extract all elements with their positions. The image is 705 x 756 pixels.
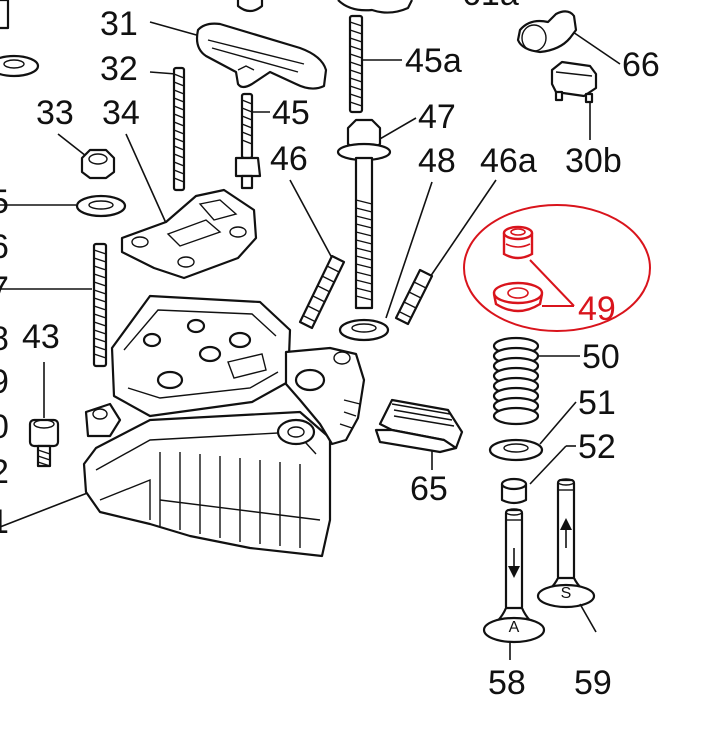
partial-washer-icon [0,0,40,78]
spacer-block-65-icon [374,398,464,454]
leader-47 [377,117,417,141]
label-33: 33 [36,94,74,132]
bracket-icon [120,188,258,280]
intake-mark: A [509,619,520,636]
label-30b: 30b [565,142,622,180]
label-47: 47 [418,98,456,136]
edge-label-6: 6 [0,228,9,266]
label-51: 51 [578,384,616,422]
cap-screw-43-icon [28,418,60,468]
leader-48 [385,181,433,319]
label-43: 43 [22,318,60,356]
leader-34 [125,133,171,233]
label-48: 48 [418,142,456,180]
leader-46 [289,179,333,259]
edge-label-1: 1 [0,503,9,541]
rocker-arm-icon [195,22,328,90]
label-52: 52 [578,428,616,466]
label-32: 32 [100,50,138,88]
washer-48-icon [338,318,390,342]
label-45a: 45a [405,42,462,80]
label-45: 45 [272,94,310,132]
leader-49a [529,259,575,307]
leader-59 [579,603,597,633]
leader-33 [57,133,87,157]
stud-icon [172,66,186,192]
partial-bracket-top-icon [337,0,413,14]
short-stud-icon [234,92,262,190]
intake-valve-58-icon [482,508,546,644]
partial-part-top-icon [236,0,264,13]
valve-seal-52-icon [500,477,528,505]
spring-pin-46a-icon [394,268,434,326]
label-65: 65 [410,470,448,508]
label-58: 58 [488,664,526,702]
spring-retainer-49-icon [492,281,544,313]
nut-icon [80,148,116,180]
edge-label-0: 0 [0,408,9,446]
washer-51-icon [488,438,544,462]
leader-52b [529,445,567,485]
label-46: 46 [270,140,308,178]
long-stud-45a-icon [348,14,364,114]
bolt-icon [336,118,392,310]
valve-seal-49-icon [502,225,534,260]
label-46a: 46a [480,142,537,180]
highlight-circle [463,204,651,332]
label-top-cut: 61a [462,0,519,13]
exhaust-valve-59-icon [536,478,596,609]
edge-label-2: 2 [0,453,9,491]
leader-line-1 [0,491,91,528]
leader-46a [427,179,497,281]
edge-label-9: 9 [0,363,9,401]
connector-30b-icon [550,60,598,104]
leader-66 [569,29,621,65]
leader-31 [149,21,201,37]
edge-label-8: 8 [0,320,9,358]
cylinder-head-icon [82,242,366,558]
plug-66-icon [516,10,578,54]
label-66: 66 [622,46,660,84]
washer-icon [75,194,127,218]
label-34: 34 [102,94,140,132]
label-50: 50 [582,338,620,376]
exhaust-mark: S [561,585,572,602]
edge-label-5: 5 [0,183,9,221]
label-31: 31 [100,5,138,43]
spring-pin-46-icon [298,254,346,330]
leader-32 [149,71,177,75]
leader-51 [539,401,577,445]
label-59: 59 [574,664,612,702]
valve-spring-50-icon [492,336,540,426]
label-49: 49 [578,290,616,328]
